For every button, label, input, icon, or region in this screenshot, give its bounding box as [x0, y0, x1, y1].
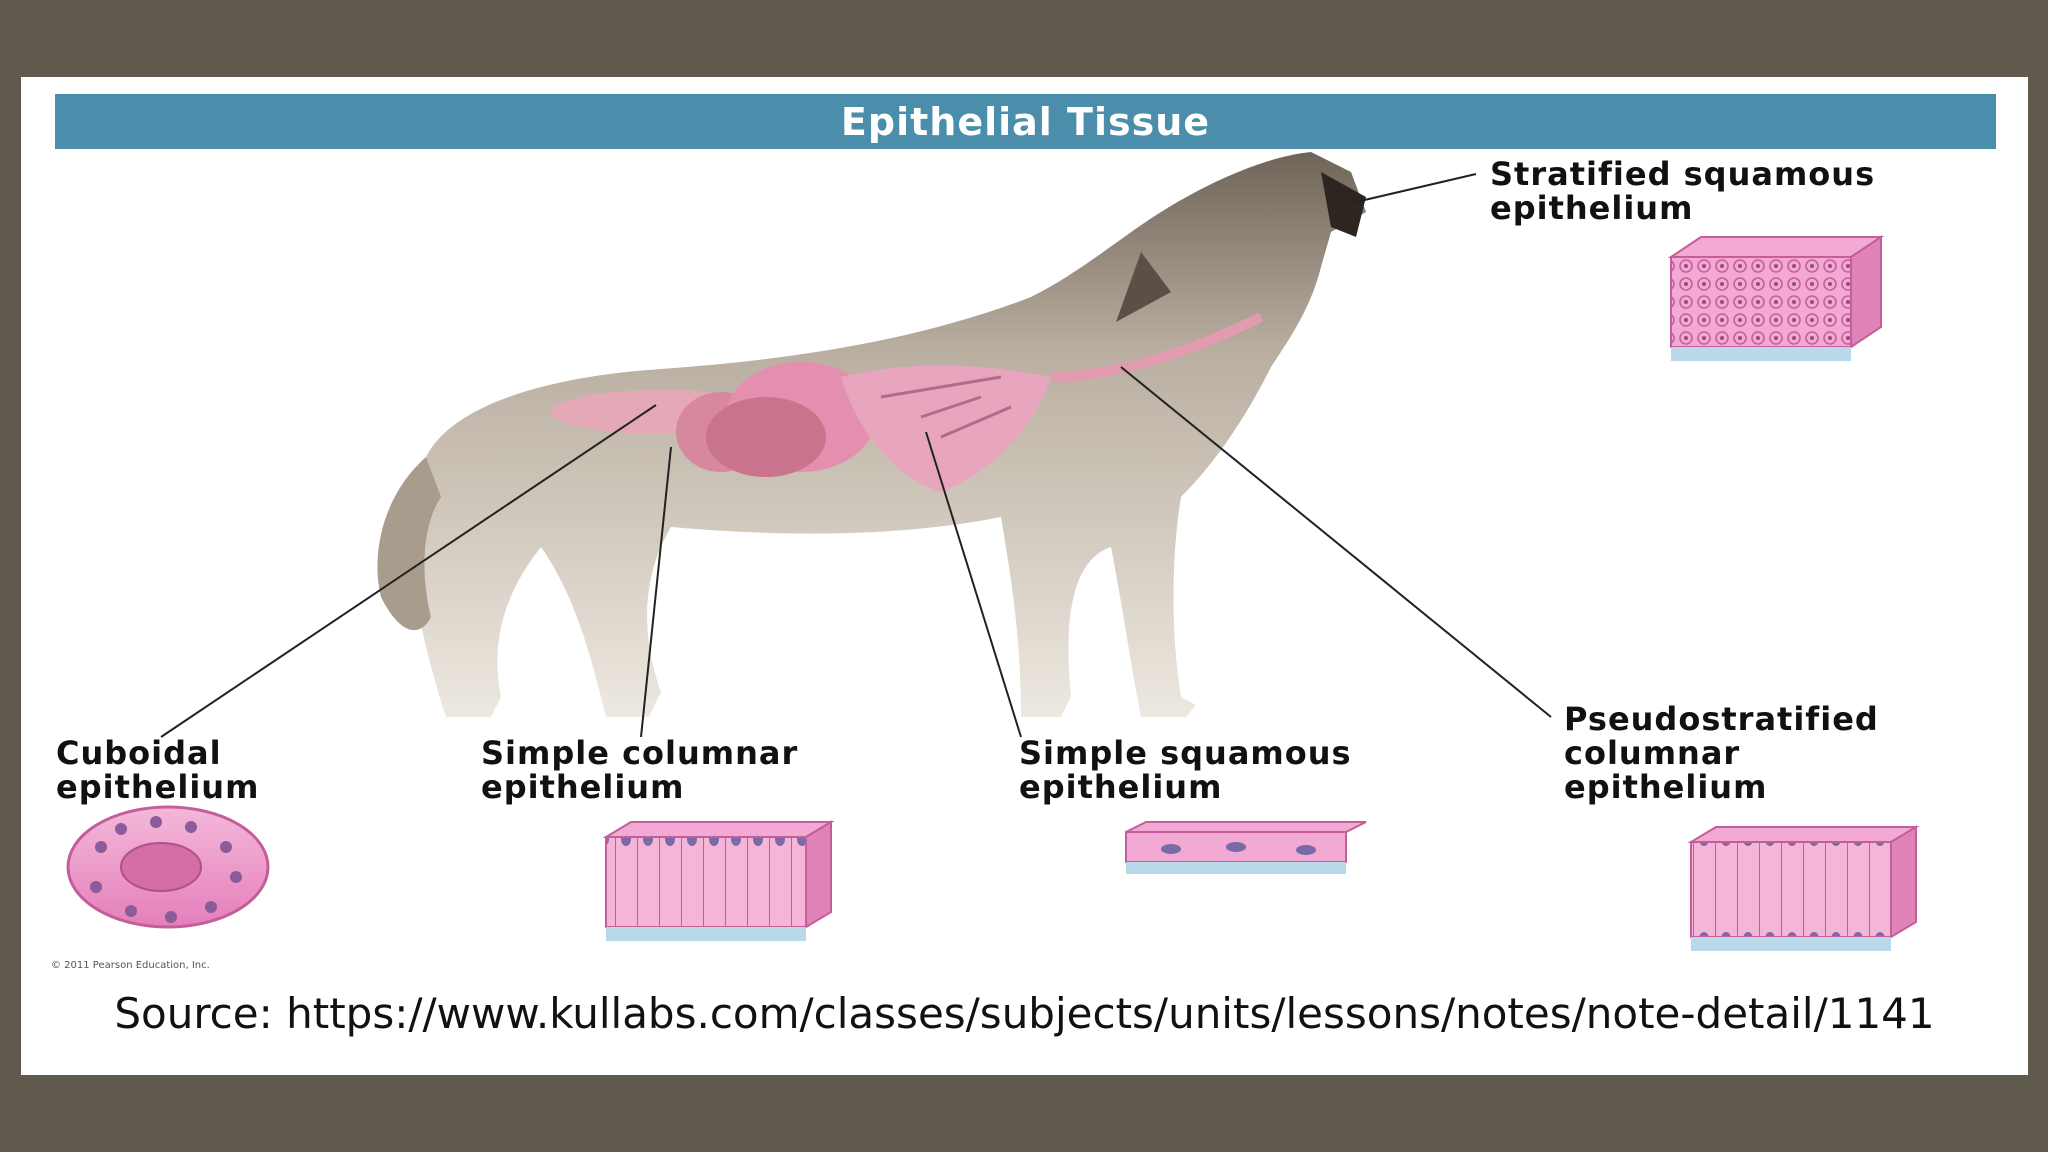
diagram-artwork [66, 152, 1920, 951]
simple-columnar-tissue [602, 820, 835, 941]
pseudostratified-tissue [1687, 825, 1920, 951]
stratified-squamous-tissue [1667, 235, 1885, 361]
label-simple-squamous: Simple squamous epithelium [1019, 734, 1352, 806]
slide: Epithelial Tissue [21, 77, 2028, 1075]
title-banner: Epithelial Tissue [55, 94, 1996, 149]
label-simple-columnar: Simple columnar epithelium [481, 734, 799, 806]
label-cuboidal: Cuboidal epithelium [56, 734, 260, 806]
copyright-notice: © 2011 Pearson Education, Inc. [51, 960, 210, 971]
simple-squamous-tissue [1125, 821, 1367, 874]
leader-lines [160, 173, 1552, 738]
source-citation: Source: https://www.kullabs.com/classes/… [114, 989, 1935, 1038]
wolf-illustration [377, 152, 1366, 717]
label-pseudostratified: Pseudostratified columnar epithelium [1564, 700, 1879, 806]
cuboidal-tissue [66, 805, 270, 929]
label-stratified-squamous: Stratified squamous epithelium [1490, 155, 1876, 227]
